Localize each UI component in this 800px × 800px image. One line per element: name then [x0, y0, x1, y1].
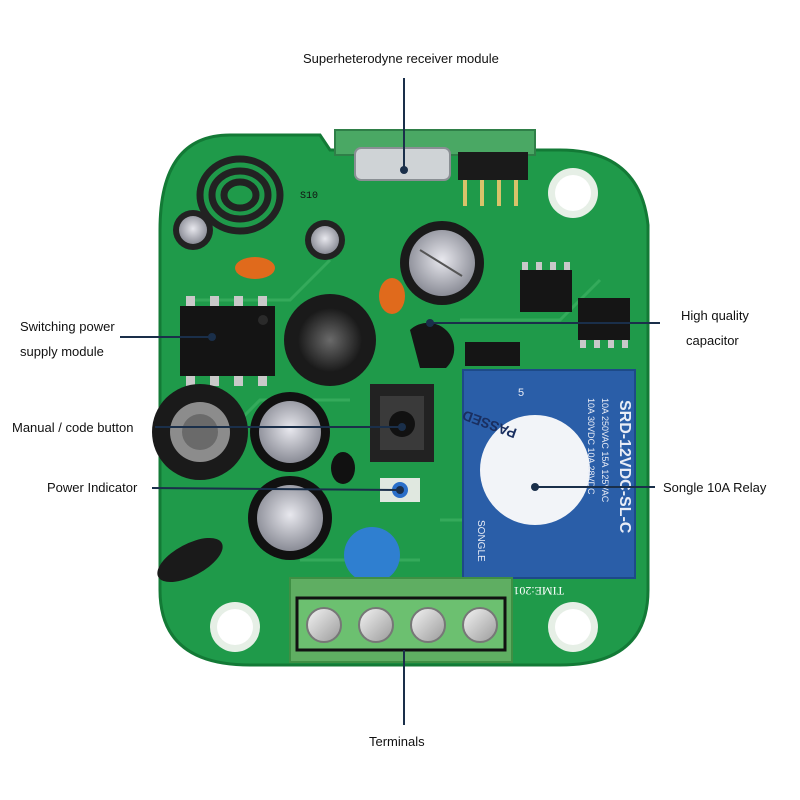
terminal-screws — [306, 607, 498, 643]
label-capacitor-2: capacitor — [686, 333, 739, 348]
terminal-block — [289, 577, 513, 663]
songle-relay: PASSED SRD-12VDC-SL-C 10A 250VAC 15A 125… — [460, 369, 636, 579]
s10-silkscreen: S10 — [300, 191, 318, 202]
indicator-pointer — [151, 487, 401, 491]
electrolytic-capacitors — [248, 392, 332, 560]
label-manual-code-button: Manual / code button — [12, 420, 134, 435]
misc-components — [157, 452, 400, 583]
relay-model-text: SRD-12VDC-SL-C — [616, 400, 633, 534]
relay-brand-text: SONGLE — [475, 520, 486, 562]
high-quality-capacitor — [400, 221, 484, 305]
ic-chips — [465, 262, 630, 366]
pointer-lines — [120, 78, 660, 725]
label-capacitor-1: High quality — [681, 308, 749, 323]
transistor — [410, 322, 455, 368]
label-switching-power-2: supply module — [20, 344, 104, 359]
small-capacitors — [173, 210, 405, 314]
label-switching-power-1: Switching power — [20, 319, 115, 334]
relay-number-text: 5 — [518, 387, 524, 399]
antenna-coil — [196, 155, 284, 235]
label-terminals: Terminals — [369, 734, 425, 749]
switching-power-chip — [180, 296, 275, 386]
pointer-dots — [208, 166, 539, 494]
relay-rating2-text: 10A 30VDC 10A 28VDC — [586, 398, 596, 495]
mounting-holes — [210, 168, 598, 652]
receiver-module: S10 — [300, 129, 536, 206]
label-receiver-module: Superheterodyne receiver module — [303, 51, 499, 66]
inductor-cores — [152, 294, 376, 480]
label-power-indicator: Power Indicator — [47, 480, 138, 495]
relay-rating1-text: 10A 250VAC 15A 125VAC — [600, 398, 610, 503]
label-relay: Songle 10A Relay — [663, 480, 767, 495]
